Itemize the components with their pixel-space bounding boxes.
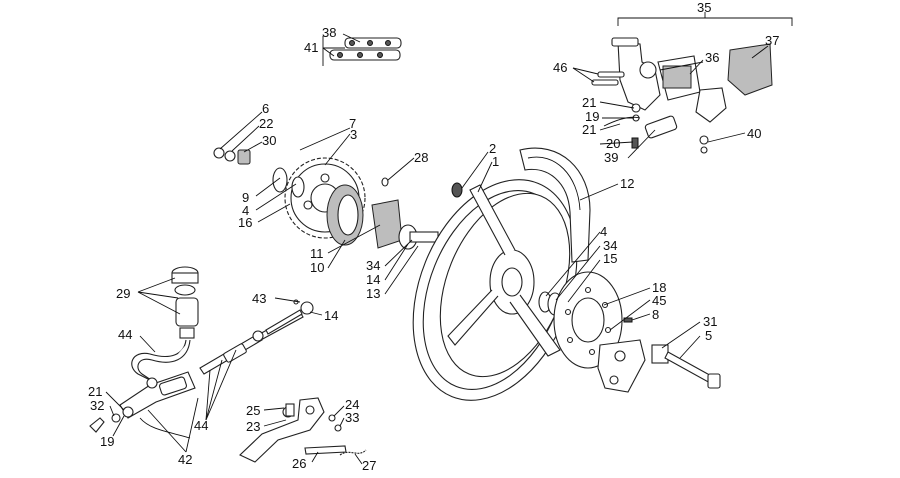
callout-label: 15 (603, 251, 617, 266)
leader-lines (105, 12, 793, 465)
callout-label: 8 (652, 307, 659, 322)
callout-label: 18 (652, 280, 666, 295)
callout-label: 44 (194, 418, 208, 433)
callout-label: 34 (366, 258, 380, 273)
callout-label: 23 (246, 419, 260, 434)
callout-label: 42 (178, 452, 192, 467)
caliper-bracket-drawing (597, 339, 646, 393)
callout-label: 22 (259, 116, 273, 131)
callout-label: 45 (652, 293, 666, 308)
callout-label: 20 (606, 136, 620, 151)
brake-reservoir-drawing (171, 266, 199, 339)
callout-label: 21 (582, 122, 596, 137)
callout-label: 31 (703, 314, 717, 329)
callout-label: 10 (310, 260, 324, 275)
callout-label: 14 (324, 308, 338, 323)
callout-label: 12 (620, 176, 634, 191)
chain-link-drawing (329, 37, 402, 61)
callout-label: 25 (246, 403, 260, 418)
callout-label: 40 (747, 126, 761, 141)
brake-hose-drawing (131, 339, 191, 383)
callout-label: 35 (697, 0, 711, 15)
callout-label: 1 (492, 154, 499, 169)
sprocket-carrier-drawing (326, 177, 439, 250)
linkage-rod-drawing (265, 299, 314, 335)
master-cylinder-drawing (89, 371, 196, 439)
brake-pedal-drawing (239, 397, 367, 463)
callout-label: 43 (252, 291, 266, 306)
rear-wheel-drawing (412, 179, 578, 401)
callout-label: 46 (553, 60, 567, 75)
callout-label: 9 (242, 190, 249, 205)
callout-labels: 35 38 41 36 37 46 21 19 21 20 39 40 6 22… (88, 0, 779, 473)
rear-axle-drawing (651, 344, 721, 389)
callout-label: 30 (262, 133, 276, 148)
callout-label: 5 (705, 328, 712, 343)
callout-label: 37 (765, 33, 779, 48)
callout-label: 28 (414, 150, 428, 165)
callout-label: 16 (238, 215, 252, 230)
mudguard-drawing (519, 147, 591, 263)
callout-label: 39 (604, 150, 618, 165)
callout-label: 36 (705, 50, 719, 65)
callout-label: 32 (90, 398, 104, 413)
callout-label: 26 (292, 456, 306, 471)
spacer-washer-drawing (213, 147, 251, 165)
callout-label: 21 (88, 384, 102, 399)
callout-label: 24 (345, 397, 359, 412)
callout-label: 34 (603, 238, 617, 253)
callout-label: 13 (366, 286, 380, 301)
callout-label: 41 (304, 40, 318, 55)
callout-label: 44 (118, 327, 132, 342)
callout-label: 11 (310, 246, 324, 261)
callout-label: 27 (362, 458, 376, 473)
callout-label: 3 (350, 127, 357, 142)
callout-label: 21 (582, 95, 596, 110)
callout-label: 7 (349, 116, 356, 131)
callout-label: 4 (600, 224, 607, 239)
callout-label: 6 (262, 101, 269, 116)
callout-label: 19 (100, 434, 114, 449)
callout-label: 38 (322, 25, 336, 40)
callout-label: 29 (116, 286, 130, 301)
callout-label: 14 (366, 272, 380, 287)
callout-label: 19 (585, 109, 599, 124)
callout-label: 4 (242, 203, 249, 218)
callout-label: 33 (345, 410, 359, 425)
callout-label: 2 (489, 141, 496, 156)
